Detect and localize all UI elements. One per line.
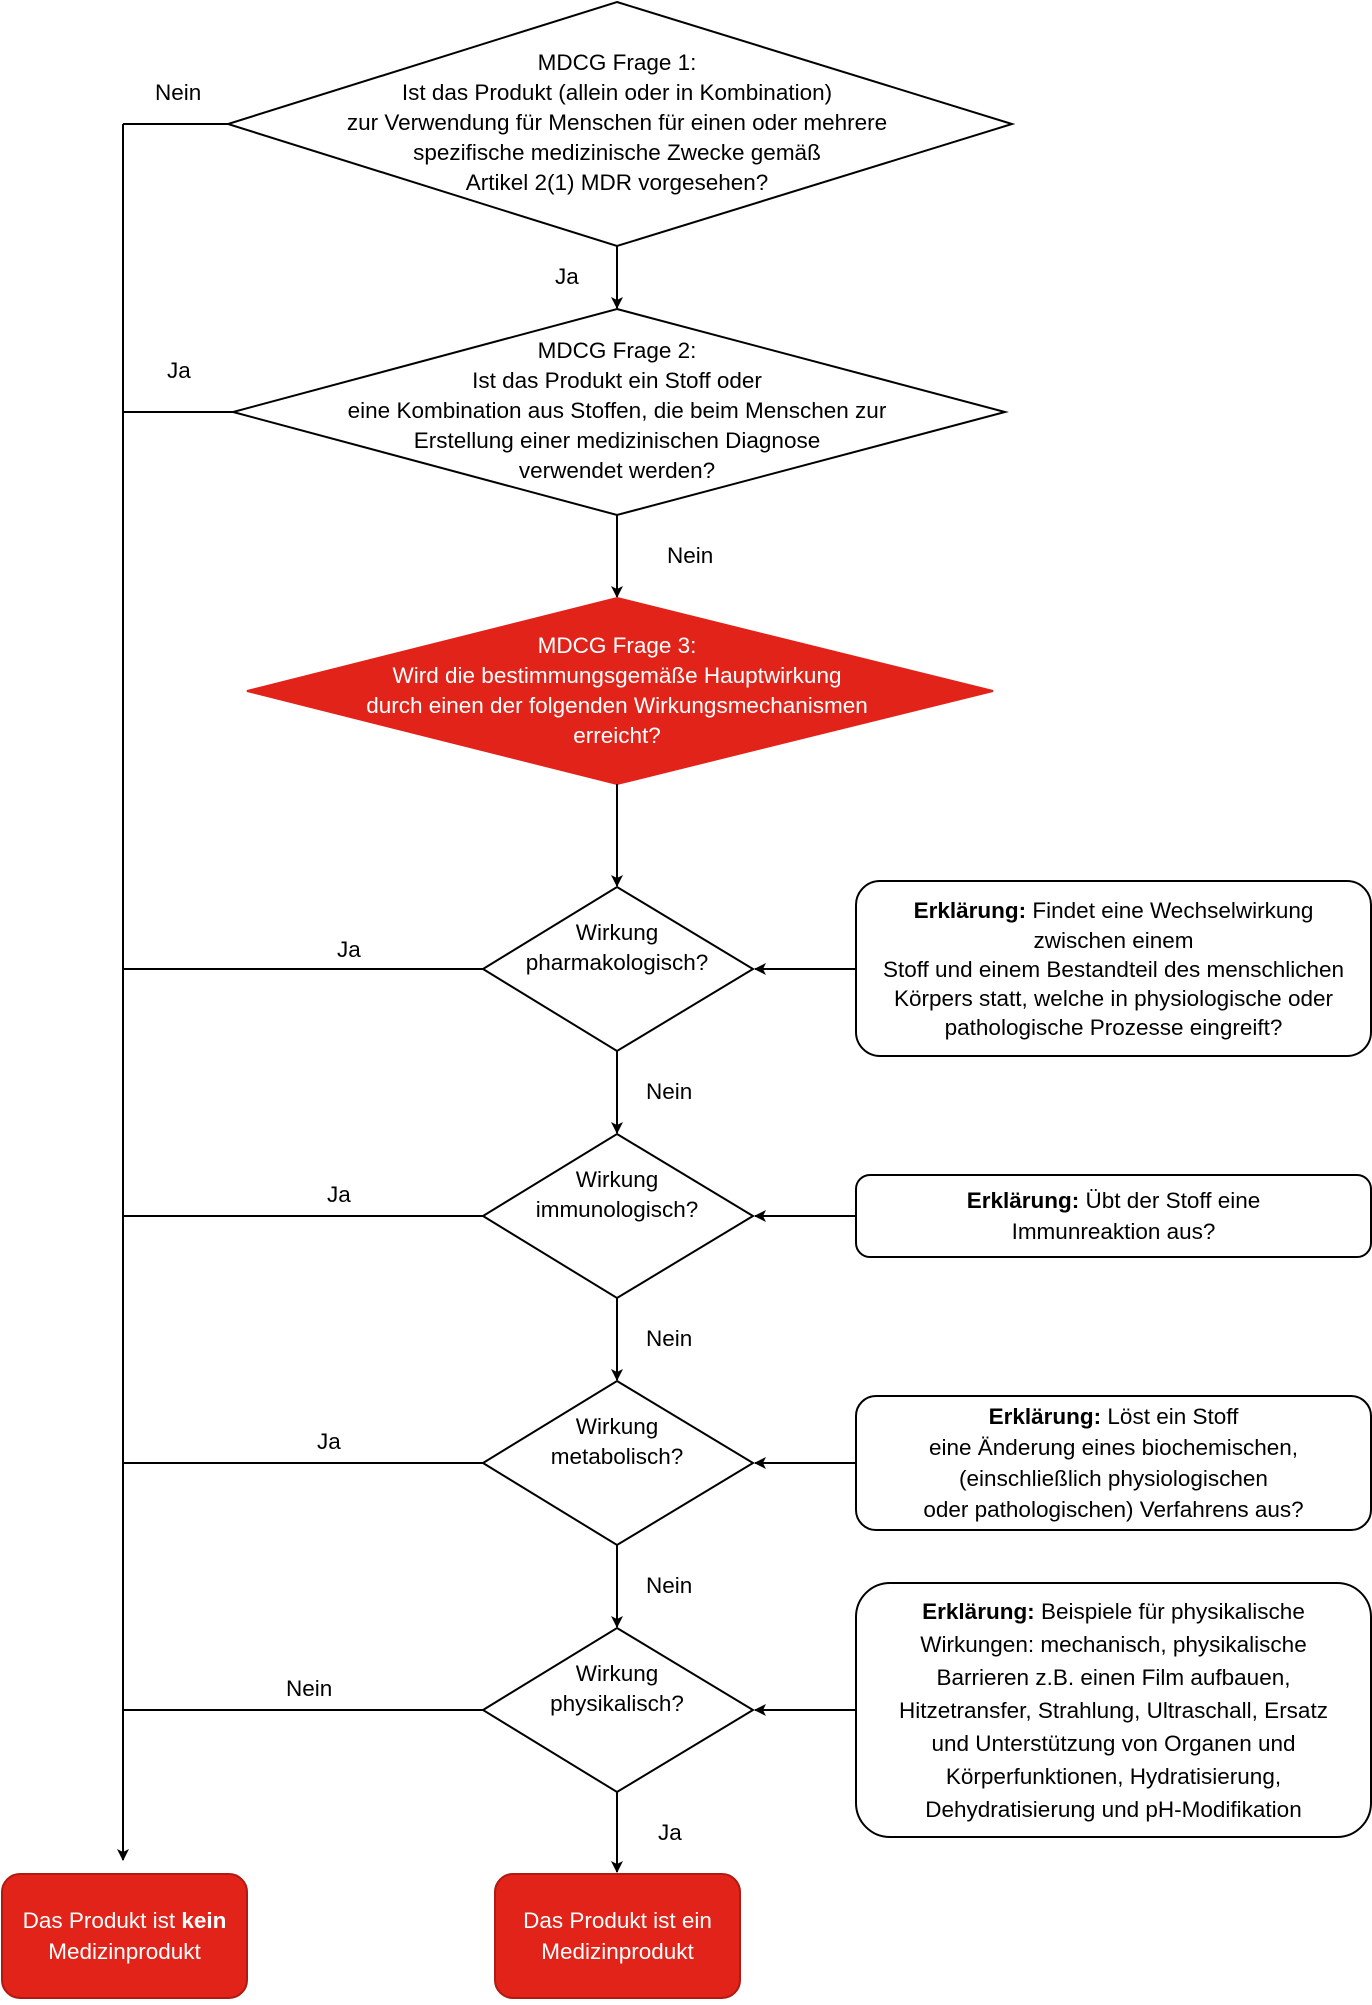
explanation-box-immuno xyxy=(855,1174,1372,1258)
explanation-meta-line-2: eine Änderung eines biochemischen, xyxy=(929,1435,1298,1460)
q2-line-5: verwendet werden? xyxy=(518,458,716,483)
q1-line-5: Artikel 2(1) MDR vorgesehen? xyxy=(465,170,769,195)
explanation-box-meta xyxy=(855,1395,1372,1531)
explanation-meta-first: Löst ein Stoff xyxy=(1107,1404,1239,1429)
explanation-meta-line-4: oder pathologischen) Verfahrens aus? xyxy=(923,1497,1304,1522)
label-phys-yes: Ja xyxy=(658,1820,682,1845)
result-not-medical-device: Das Produkt ist kein Medizinprodukt xyxy=(2,1874,247,1998)
phys-text: Wirkung physikalisch? xyxy=(497,1659,737,1719)
q3-line-4: erreicht? xyxy=(573,723,661,748)
meta-line-2: metabolisch? xyxy=(550,1444,684,1469)
explanation-pharma-line-4: Körpers statt, welche in physiologische … xyxy=(894,986,1333,1011)
explanation-phys-line-7: Dehydratisierung und pH-Modifikation xyxy=(925,1796,1302,1822)
explanation-pharma-first: Findet eine Wechselwirkung xyxy=(1032,898,1314,923)
label-immuno-yes: Ja xyxy=(327,1182,351,1207)
explanation-box-pharma xyxy=(855,880,1372,1057)
pharma-line-2: pharmakologisch? xyxy=(525,950,709,975)
explanation-phys-line-5: und Unterstützung von Organen und xyxy=(931,1730,1296,1756)
q1-text: MDCG Frage 1: Ist das Produkt (allein od… xyxy=(317,48,917,198)
explanation-phys: Erklärung: Beispiele für physikalische W… xyxy=(856,1583,1371,1837)
explanation-phys-label: Erklärung: xyxy=(922,1598,1035,1624)
q1-line-1: MDCG Frage 1: xyxy=(537,50,697,75)
result-box-medical-device xyxy=(494,1873,741,1999)
result-not-md-line-2: Medizinprodukt xyxy=(48,1939,201,1964)
immuno-text: Wirkung immunologisch? xyxy=(497,1165,737,1225)
q2-line-4: Erstellung einer medizinischen Diagnose xyxy=(413,428,821,453)
explanation-phys-line-4: Hitzetransfer, Strahlung, Ultraschall, E… xyxy=(899,1697,1328,1723)
q2-line-1: MDCG Frage 2: xyxy=(537,338,697,363)
immuno-line-2: immunologisch? xyxy=(535,1197,699,1222)
label-pharma-yes: Ja xyxy=(337,937,361,962)
explanation-immuno-label: Erklärung: xyxy=(966,1188,1080,1213)
q2-text: MDCG Frage 2: Ist das Produkt ein Stoff … xyxy=(317,336,917,486)
explanation-meta-line-3: (einschließlich physiologischen xyxy=(959,1466,1268,1491)
q3-line-1: MDCG Frage 3: xyxy=(537,633,697,658)
q1-line-2: Ist das Produkt (allein oder in Kombinat… xyxy=(401,80,833,105)
pharma-line-1: Wirkung xyxy=(575,920,659,945)
explanation-immuno: Erklärung: Übt der Stoff eine Immunreakt… xyxy=(856,1175,1371,1257)
label-immuno-no: Nein xyxy=(646,1326,693,1351)
phys-line-1: Wirkung xyxy=(575,1661,659,1686)
label-meta-yes: Ja xyxy=(317,1429,341,1454)
explanation-pharma: Erklärung: Findet eine Wechselwirkung zw… xyxy=(856,881,1371,1056)
result-not-md-prefix: Das Produkt ist xyxy=(22,1908,182,1933)
explanation-immuno-first: Übt der Stoff eine xyxy=(1085,1188,1261,1213)
result-medical-device: Das Produkt ist ein Medizinprodukt xyxy=(495,1874,740,1998)
pharma-text: Wirkung pharmakologisch? xyxy=(497,918,737,978)
explanation-pharma-line-2: zwischen einem xyxy=(1033,928,1194,953)
explanation-phys-first: Beispiele für physikalische xyxy=(1040,1598,1305,1624)
label-pharma-no: Nein xyxy=(646,1079,693,1104)
label-phys-no: Nein xyxy=(286,1676,333,1701)
explanation-phys-line-6: Körperfunktionen, Hydratisierung, xyxy=(945,1763,1282,1789)
q2-line-3: eine Kombination aus Stoffen, die beim M… xyxy=(347,398,887,423)
explanation-box-phys xyxy=(855,1582,1372,1838)
label-q2-no: Nein xyxy=(667,543,714,568)
meta-line-1: Wirkung xyxy=(575,1414,659,1439)
result-md-line-2: Medizinprodukt xyxy=(541,1939,694,1964)
explanation-phys-line-3: Barrieren z.B. einen Film aufbauen, xyxy=(936,1664,1291,1690)
label-q2-yes: Ja xyxy=(167,358,191,383)
q3-line-2: Wird die bestimmungsgemäße Hauptwirkung xyxy=(392,663,842,688)
explanation-pharma-line-5: pathologische Prozesse eingreift? xyxy=(944,1015,1283,1040)
result-box-not-medical-device xyxy=(1,1873,248,1999)
label-q1-yes: Ja xyxy=(555,264,579,289)
result-md-line-1: Das Produkt ist ein xyxy=(523,1908,712,1933)
explanation-immuno-line-2: Immunreaktion aus? xyxy=(1011,1219,1216,1244)
explanation-phys-line-2: Wirkungen: mechanisch, physikalische xyxy=(920,1631,1307,1657)
q1-line-3: zur Verwendung für Menschen für einen od… xyxy=(346,110,888,135)
label-meta-no: Nein xyxy=(646,1573,693,1598)
phys-line-2: physikalisch? xyxy=(550,1691,684,1716)
q2-line-2: Ist das Produkt ein Stoff oder xyxy=(472,368,762,393)
label-q1-no: Nein xyxy=(155,80,202,105)
q1-line-4: spezifische medizinische Zwecke gemäß xyxy=(413,140,821,165)
meta-text: Wirkung metabolisch? xyxy=(497,1412,737,1472)
q3-line-3: durch einen der folgenden Wirkungsmechan… xyxy=(366,693,868,718)
q3-text: MDCG Frage 3: Wird die bestimmungsgemäße… xyxy=(317,631,917,751)
explanation-meta: Erklärung: Löst ein Stoff eine Änderung … xyxy=(856,1396,1371,1530)
explanation-pharma-label: Erklärung: xyxy=(913,898,1027,923)
immuno-line-1: Wirkung xyxy=(575,1167,659,1192)
result-not-md-bold: kein xyxy=(181,1908,227,1933)
explanation-meta-label: Erklärung: xyxy=(988,1404,1102,1429)
explanation-pharma-line-3: Stoff und einem Bestandteil des menschli… xyxy=(882,957,1345,982)
